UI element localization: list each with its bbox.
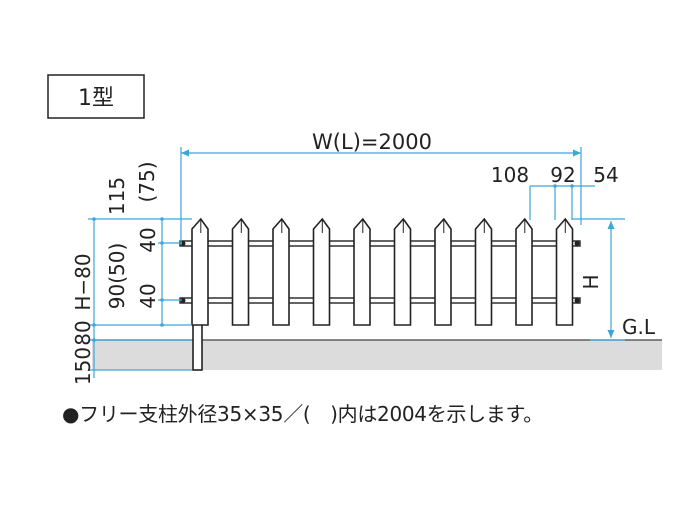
dim-point [160, 241, 164, 245]
gl-label: G.L [622, 315, 656, 339]
picket [555, 217, 574, 326]
dim-75: (75) [135, 161, 159, 202]
dim-90-50: 90(50) [105, 243, 129, 310]
picket [353, 217, 371, 326]
width-label: W(L)=2000 [312, 130, 432, 154]
dim-point [160, 323, 164, 327]
dim-54: 54 [593, 163, 618, 187]
rail-end-cap [180, 241, 186, 246]
dim-point [92, 323, 96, 327]
picket [393, 217, 412, 326]
rail-end-cap [180, 298, 186, 303]
picket [515, 217, 533, 326]
dim-point [92, 338, 96, 342]
picket [191, 217, 209, 326]
dim-92: 92 [550, 163, 575, 187]
arrow [607, 221, 615, 229]
picket [434, 217, 452, 326]
rail-end-cap [574, 298, 580, 303]
dim-point [92, 217, 96, 221]
dim-40-top: 40 [136, 227, 160, 252]
pickets [191, 217, 574, 326]
picket [474, 217, 493, 326]
arrow [573, 149, 581, 157]
dim-point [160, 298, 164, 302]
dim-150: 150 [71, 347, 95, 385]
arrow [181, 149, 189, 157]
dim-115: 115 [105, 177, 129, 215]
spec-note: ●フリー支柱外径35×35／( )内は2004を示します。 [62, 402, 543, 426]
dim-h-minus-80: H−80 [71, 253, 95, 310]
dim-80: 80 [71, 320, 95, 345]
rail-end-cap [574, 241, 580, 246]
dim-point [553, 184, 557, 188]
picket [312, 217, 331, 326]
ground [92, 340, 662, 370]
dim-40-bottom: 40 [136, 283, 160, 308]
dim-108: 108 [491, 163, 529, 187]
arrow [607, 330, 615, 338]
dim-point [160, 217, 164, 221]
dim-point [570, 184, 574, 188]
type-label: 1型 [78, 86, 114, 111]
dim-h: H [579, 274, 603, 289]
picket [231, 217, 250, 326]
picket [272, 217, 290, 326]
type-label-box [47, 74, 145, 119]
